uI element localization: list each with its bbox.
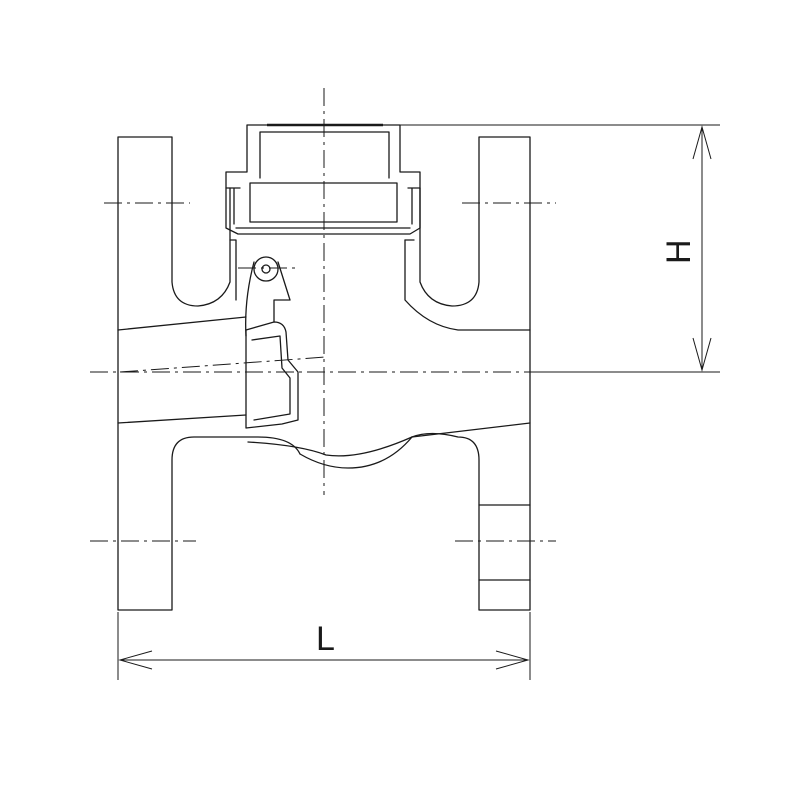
- inlet-bore-centerline: [119, 356, 327, 373]
- disc: [245, 321, 299, 429]
- h-arrow-bottom: [692, 337, 712, 372]
- lower-right-boss: [478, 504, 531, 581]
- left-flange: [117, 136, 301, 611]
- bonnet-inner: [225, 131, 421, 229]
- inlet-bore: [117, 316, 247, 424]
- length-dimension: L: [117, 612, 531, 680]
- bonnet-outer: [225, 124, 421, 235]
- center-lines: [90, 88, 556, 542]
- height-dimension: H: [400, 124, 720, 373]
- bonnet: [225, 123, 421, 235]
- body-shoulder: [229, 239, 415, 301]
- l-arrow-right: [495, 650, 530, 670]
- length-label: L: [316, 620, 335, 658]
- right-flange: [411, 136, 531, 611]
- h-arrow-top: [692, 125, 712, 160]
- disc-assembly: [245, 256, 299, 429]
- seat-curve: [299, 436, 413, 469]
- hinge-pin: [253, 256, 279, 282]
- height-label: H: [660, 239, 698, 264]
- hinge-pin-hole: [261, 264, 271, 274]
- valve-body: [117, 136, 531, 611]
- right-bore: [404, 239, 531, 438]
- hinge-arm: [245, 261, 291, 337]
- seat-curve-upper: [247, 436, 413, 457]
- l-arrow-left: [118, 650, 153, 670]
- disc-inner: [251, 335, 291, 421]
